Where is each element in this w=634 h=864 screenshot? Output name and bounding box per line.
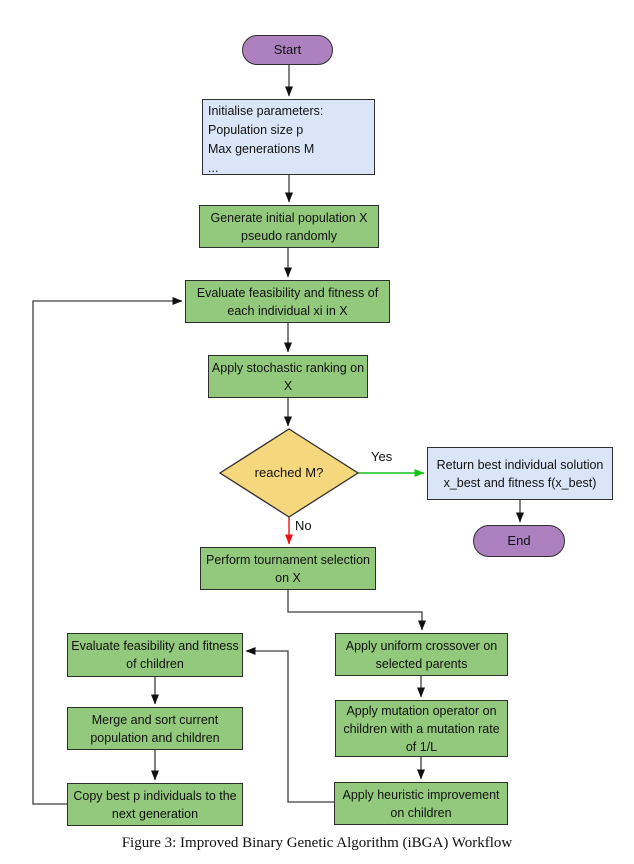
node-evaluate-population-label: Evaluate feasibility and fitness of each… bbox=[196, 285, 379, 318]
node-generate-population-label: Generate initial population X pseudo ran… bbox=[210, 210, 368, 243]
node-end-label: End bbox=[507, 533, 531, 548]
node-mutation-operator: Apply mutation operator on children with… bbox=[335, 700, 508, 757]
node-copy-best: Copy best p individuals to the next gene… bbox=[67, 783, 243, 826]
node-initialise-parameters-label: Initialise parameters: Population size p… bbox=[208, 104, 324, 175]
edge-copy-evaluate-loop bbox=[32, 297, 183, 805]
node-evaluate-children: Evaluate feasibility and fitness of chil… bbox=[67, 633, 243, 677]
node-tournament-selection: Perform tournament selection on X bbox=[200, 547, 376, 590]
node-merge-sort: Merge and sort current population and ch… bbox=[67, 707, 243, 750]
node-stochastic-ranking-label: Apply stochastic ranking on X bbox=[211, 360, 365, 393]
figure-caption: Figure 3: Improved Binary Genetic Algori… bbox=[121, 835, 513, 851]
node-uniform-crossover-label: Apply uniform crossover on selected pare… bbox=[345, 638, 498, 671]
edge-heuristic-evaluate-children bbox=[245, 647, 334, 803]
node-return-best: Return best individual solution x_best a… bbox=[427, 447, 613, 500]
node-tournament-selection-label: Perform tournament selection on X bbox=[206, 552, 370, 585]
node-uniform-crossover: Apply uniform crossover on selected pare… bbox=[335, 633, 508, 676]
node-stochastic-ranking: Apply stochastic ranking on X bbox=[208, 355, 368, 398]
node-evaluate-population: Evaluate feasibility and fitness of each… bbox=[185, 280, 390, 323]
node-evaluate-children-label: Evaluate feasibility and fitness of chil… bbox=[71, 639, 239, 671]
node-reached-m-decision-label: reached M? bbox=[254, 465, 324, 480]
node-start: Start bbox=[242, 35, 333, 65]
edge-label-yes: Yes bbox=[371, 449, 393, 464]
edge-label-no: No bbox=[295, 518, 312, 533]
node-mutation-operator-label: Apply mutation operator on children with… bbox=[343, 703, 500, 754]
decision-diamond-shape bbox=[218, 428, 360, 518]
node-initialise-parameters: Initialise parameters: Population size p… bbox=[202, 99, 375, 175]
node-end: End bbox=[473, 525, 565, 557]
node-heuristic-improvement-label: Apply heuristic improvement on children bbox=[342, 787, 500, 820]
node-reached-m-decision: reached M? bbox=[230, 465, 348, 480]
node-heuristic-improvement: Apply heuristic improvement on children bbox=[334, 782, 508, 825]
node-merge-sort-label: Merge and sort current population and ch… bbox=[90, 712, 220, 745]
node-generate-population: Generate initial population X pseudo ran… bbox=[199, 205, 379, 248]
node-return-best-label: Return best individual solution x_best a… bbox=[436, 457, 604, 490]
node-copy-best-label: Copy best p individuals to the next gene… bbox=[73, 788, 237, 821]
node-start-label: Start bbox=[273, 42, 302, 57]
edge-tournament-crossover bbox=[287, 590, 426, 631]
